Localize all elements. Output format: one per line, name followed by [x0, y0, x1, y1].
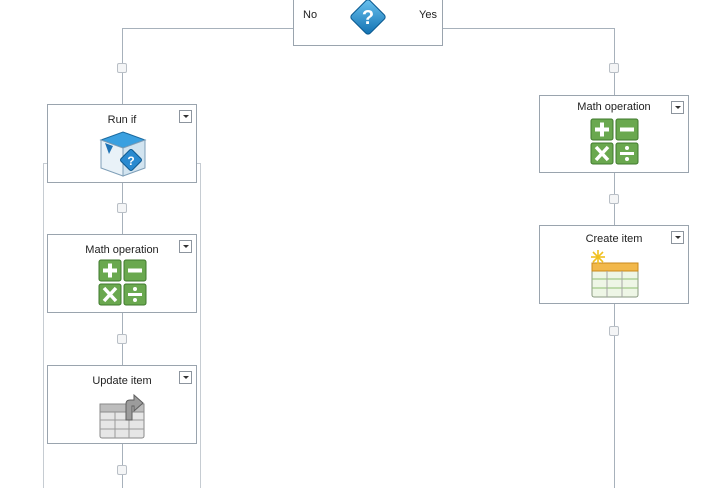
right-math-operation-block[interactable]: Math operation: [539, 95, 689, 173]
scope-border-left: [43, 163, 44, 488]
create-item-dropdown-button[interactable]: [671, 231, 684, 244]
left-insert-point-2[interactable]: [117, 203, 127, 213]
branch-horizontal-right: [443, 28, 614, 29]
branch-horizontal-left: [122, 28, 293, 29]
update-item-title: Update item: [92, 375, 152, 387]
run-if-block[interactable]: Run if ?: [47, 104, 197, 183]
condition-block[interactable]: No Yes ?: [293, 0, 443, 46]
left-math-operation-block[interactable]: Math operation: [47, 234, 197, 313]
question-diamond-icon: ?: [350, 0, 386, 35]
left-math-operation-title: Math operation: [85, 244, 159, 256]
svg-text:?: ?: [127, 154, 134, 168]
left-insert-point-1[interactable]: [117, 63, 127, 73]
svg-text:?: ?: [362, 7, 374, 29]
left-insert-point-3[interactable]: [117, 334, 127, 344]
scope-border-top-left: [43, 163, 48, 164]
math-operation-icon: [98, 259, 147, 306]
left-insert-point-4[interactable]: [117, 465, 127, 475]
update-item-block[interactable]: Update item: [47, 365, 197, 444]
update-item-dropdown-button[interactable]: [179, 371, 192, 384]
no-label: No: [303, 9, 318, 21]
right-insert-point-1[interactable]: [609, 63, 619, 73]
run-if-dropdown-button[interactable]: [179, 110, 192, 123]
update-item-icon: [99, 393, 145, 439]
right-math-operation-dropdown-button[interactable]: [671, 101, 684, 114]
right-insert-point-3[interactable]: [609, 326, 619, 336]
create-item-block[interactable]: Create item: [539, 225, 689, 304]
run-if-title: Run if: [107, 114, 137, 126]
create-item-title: Create item: [585, 233, 643, 245]
scope-border-top-right: [196, 163, 201, 164]
scope-border-right: [200, 163, 201, 488]
math-operation-icon: [590, 118, 639, 165]
create-item-icon: [591, 250, 639, 298]
right-math-operation-title: Math operation: [577, 101, 651, 113]
yes-label: Yes: [419, 9, 437, 21]
left-math-operation-dropdown-button[interactable]: [179, 240, 192, 253]
run-if-box-icon: ?: [99, 131, 147, 177]
right-insert-point-2[interactable]: [609, 194, 619, 204]
